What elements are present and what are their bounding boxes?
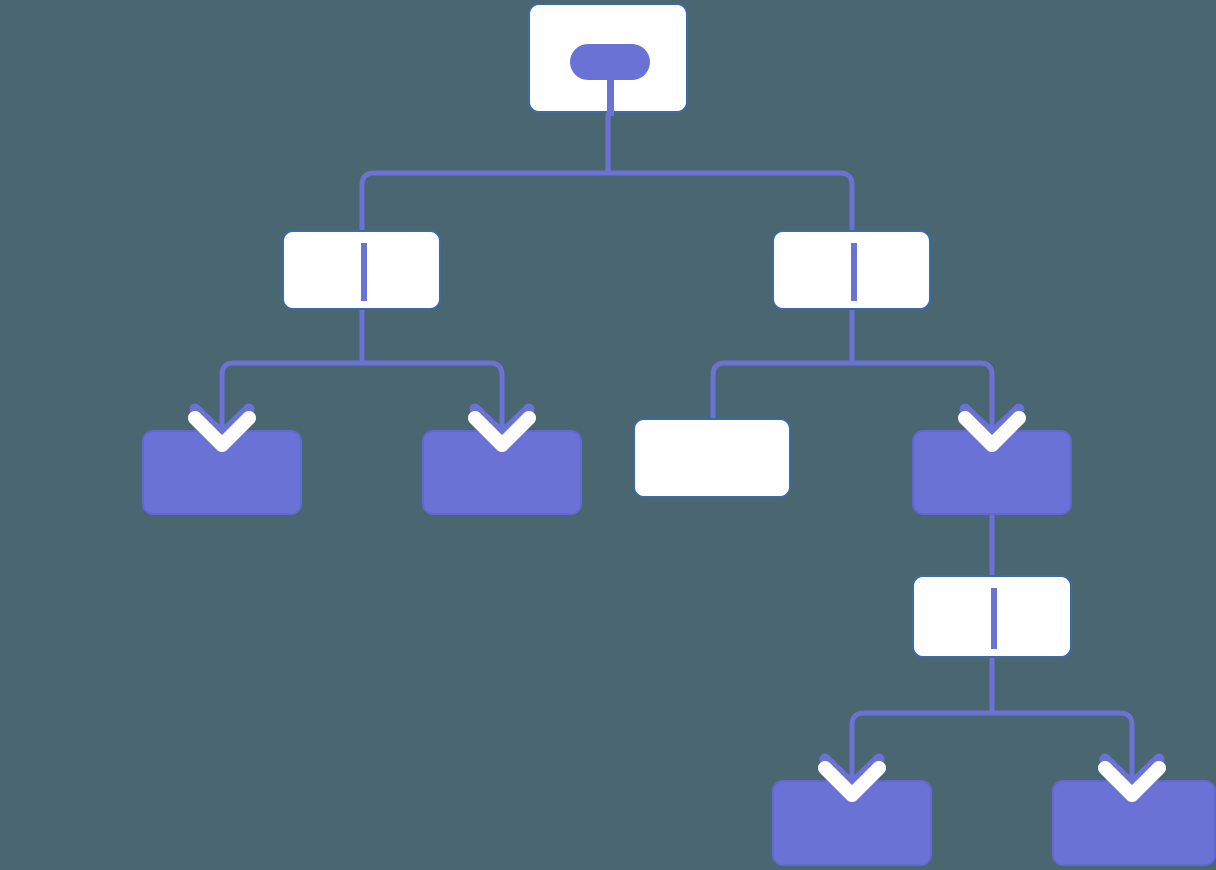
edge-e7	[710, 360, 852, 420]
diagram-node-n7[interactable]	[912, 575, 1072, 658]
edge-e11	[849, 710, 992, 782]
diagram-node-n2[interactable]	[772, 230, 931, 310]
node-passthrough-line	[361, 243, 367, 301]
root-pill-badge	[570, 44, 650, 80]
edge-e12	[992, 710, 1135, 782]
diagram-node-n9[interactable]	[1052, 780, 1216, 866]
edge-e2	[608, 170, 855, 310]
root-pill-stem	[607, 76, 614, 116]
diagram-node-n4[interactable]	[422, 430, 582, 515]
diagram-node-n1[interactable]	[282, 230, 441, 310]
diagram-node-n8[interactable]	[772, 780, 932, 866]
edge-e4	[219, 360, 362, 432]
edge-e8	[852, 360, 995, 432]
node-passthrough-line	[851, 243, 857, 301]
diagram-node-n3[interactable]	[142, 430, 302, 515]
diagram-node-n0[interactable]	[528, 3, 688, 116]
edge-e1	[359, 170, 608, 310]
diagram-node-n5[interactable]	[633, 418, 791, 498]
node-passthrough-line	[991, 588, 997, 649]
diagram-node-n6[interactable]	[912, 430, 1072, 515]
edge-e5	[362, 360, 505, 432]
